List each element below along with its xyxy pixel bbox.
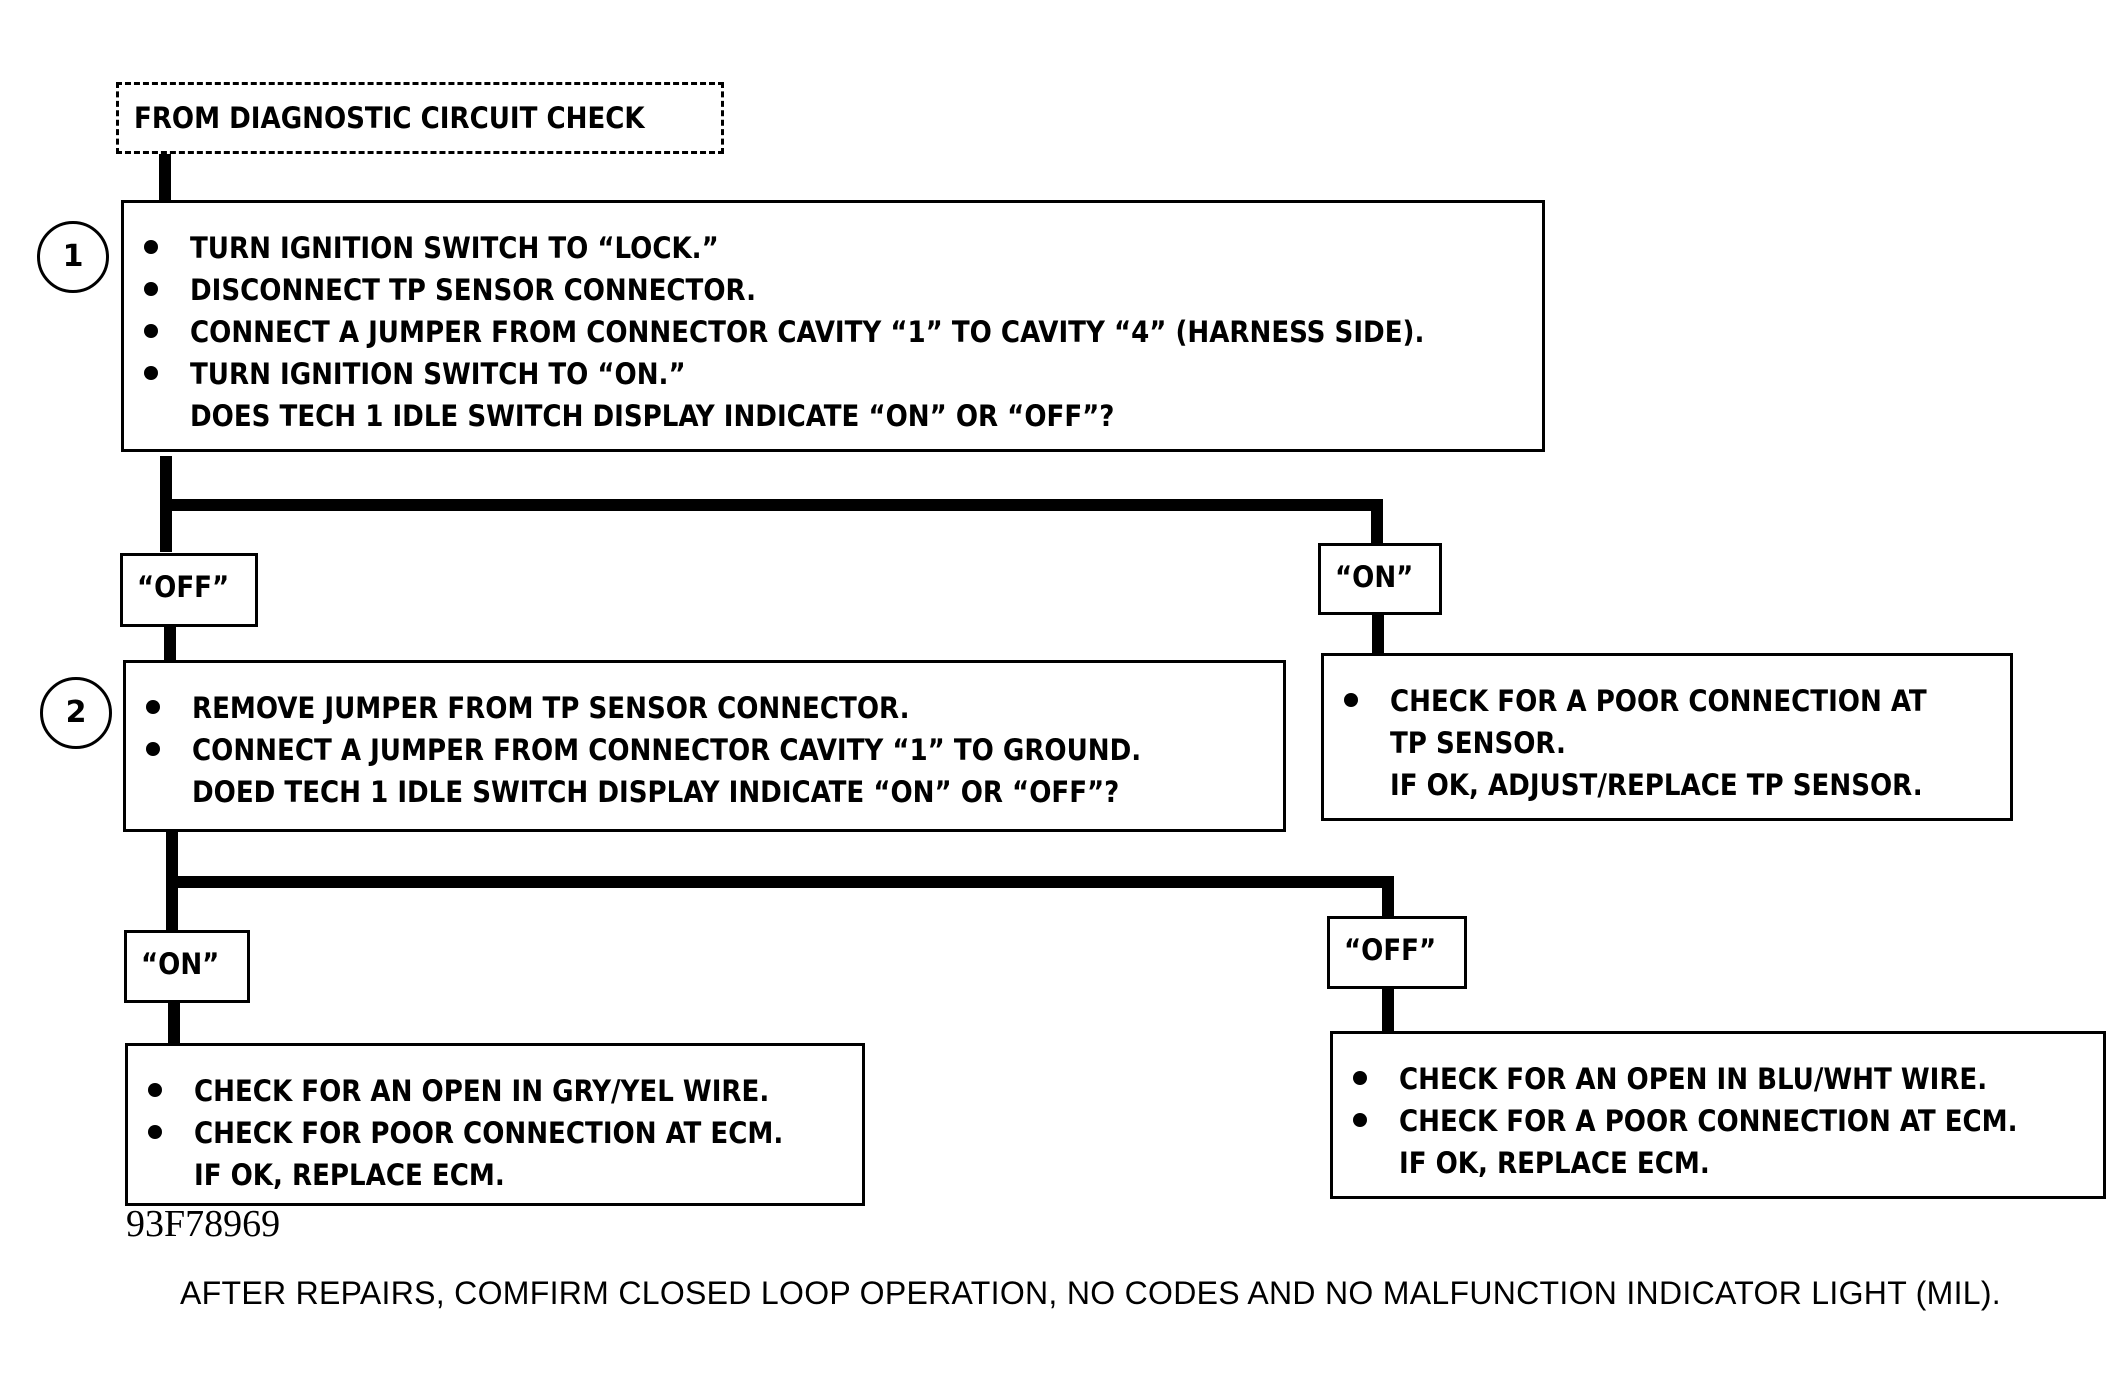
- connector-on-to-result: [1372, 612, 1384, 657]
- step-2-box: REMOVE JUMPER FROM TP SENSOR CONNECTOR. …: [123, 660, 1286, 832]
- step-1-question: DOES TECH 1 IDLE SWITCH DISPLAY INDICATE…: [190, 399, 1115, 433]
- connector-branch1-right-drop: [1371, 499, 1383, 547]
- footer-note: AFTER REPAIRS, COMFIRM CLOSED LOOP OPERA…: [180, 1275, 2002, 1311]
- result-instruction: CHECK FOR POOR CONNECTION AT ECM.: [142, 1112, 862, 1154]
- result-on-note: IF OK, ADJUST/REPLACE TP SENSOR.: [1390, 768, 1923, 802]
- branch-1-on-label: “ON”: [1318, 543, 1442, 615]
- result-note: IF OK, REPLACE ECM.: [194, 1158, 505, 1192]
- connector-branch1-horizontal: [160, 499, 1383, 511]
- result-instruction: CHECK FOR A POOR CONNECTION AT ECM.: [1347, 1100, 2103, 1142]
- branch-1-off-label: “OFF”: [120, 553, 258, 627]
- connector-on2-to-result: [168, 1000, 180, 1050]
- start-label: FROM DIAGNOSTIC CIRCUIT CHECK: [134, 101, 645, 135]
- result-on-instruction-cont: TP SENSOR.: [1390, 726, 1566, 760]
- step-2-instruction: CONNECT A JUMPER FROM CONNECTOR CAVITY “…: [140, 729, 1283, 771]
- result-gry-yel-wire-box: CHECK FOR AN OPEN IN GRY/YEL WIRE. CHECK…: [125, 1043, 865, 1206]
- branch-2-off-label: “OFF”: [1327, 916, 1467, 989]
- step-1-box: TURN IGNITION SWITCH TO “LOCK.” DISCONNE…: [121, 200, 1545, 452]
- result-blu-wht-wire-box: CHECK FOR AN OPEN IN BLU/WHT WIRE. CHECK…: [1330, 1031, 2106, 1199]
- step-1-number: 1: [37, 221, 109, 293]
- connector-branch2-right-drop: [1382, 876, 1394, 920]
- result-instruction: CHECK FOR AN OPEN IN BLU/WHT WIRE.: [1347, 1058, 2103, 1100]
- result-on-instruction: CHECK FOR A POOR CONNECTION AT: [1338, 680, 2010, 722]
- step-1-instruction: TURN IGNITION SWITCH TO “ON.”: [138, 353, 1542, 395]
- start-box: FROM DIAGNOSTIC CIRCUIT CHECK: [116, 82, 724, 154]
- step-1-instruction: DISCONNECT TP SENSOR CONNECTOR.: [138, 269, 1542, 311]
- step-2-number: 2: [40, 677, 112, 749]
- step-2-instruction: REMOVE JUMPER FROM TP SENSOR CONNECTOR.: [140, 687, 1283, 729]
- connector-start-to-step1: [159, 152, 171, 202]
- step-1-instruction: TURN IGNITION SWITCH TO “LOCK.”: [138, 227, 1542, 269]
- step-1-instruction: CONNECT A JUMPER FROM CONNECTOR CAVITY “…: [138, 311, 1542, 353]
- connector-off-to-step2: [164, 624, 176, 664]
- step-2-question: DOED TECH 1 IDLE SWITCH DISPLAY INDICATE…: [192, 775, 1120, 809]
- result-on-tp-sensor-box: CHECK FOR A POOR CONNECTION AT TP SENSOR…: [1321, 653, 2013, 821]
- connector-off2-to-result: [1382, 987, 1394, 1038]
- branch-2-on-label: “ON”: [124, 930, 250, 1003]
- connector-branch2-horizontal: [166, 876, 1394, 888]
- figure-id: 93F78969: [126, 1203, 281, 1245]
- result-note: IF OK, REPLACE ECM.: [1399, 1146, 1710, 1180]
- result-instruction: CHECK FOR AN OPEN IN GRY/YEL WIRE.: [142, 1070, 862, 1112]
